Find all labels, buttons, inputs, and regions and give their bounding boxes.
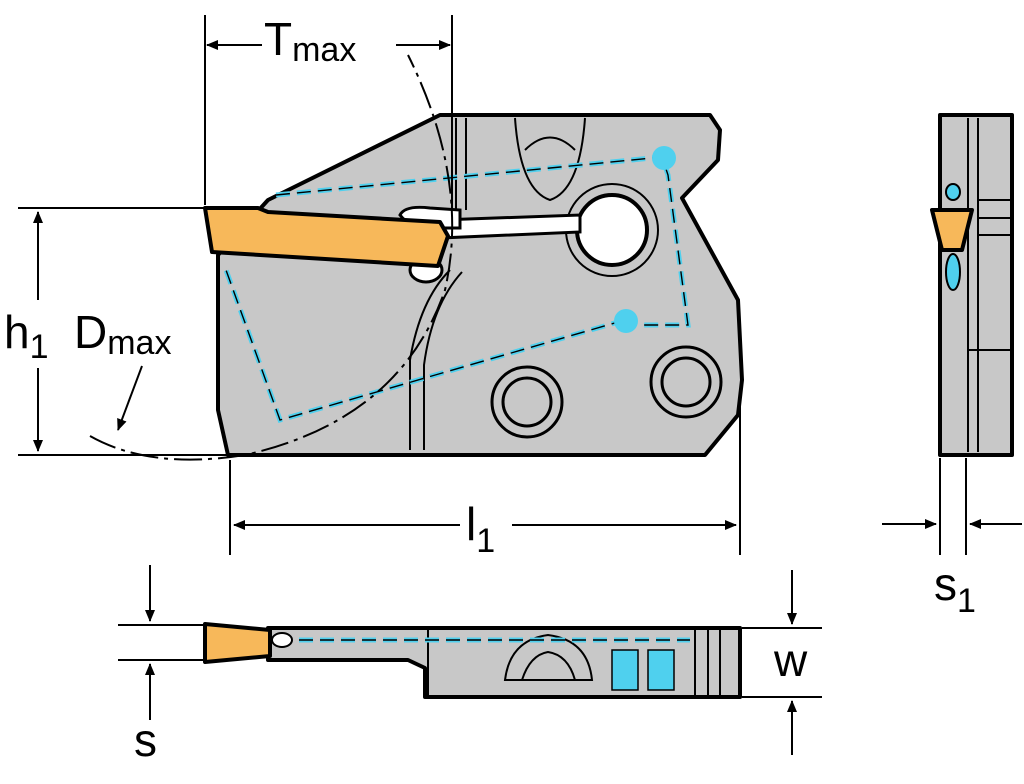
top-view-lines bbox=[427, 630, 721, 695]
top-view-coolant bbox=[278, 637, 690, 691]
s1-label: s1 bbox=[934, 558, 976, 620]
d-max-label: Dmax bbox=[74, 306, 171, 362]
top-view-seat bbox=[271, 632, 293, 648]
h1-label: h1 bbox=[4, 306, 49, 366]
coolant-port-upper bbox=[652, 146, 676, 170]
coolant-channels bbox=[223, 146, 691, 424]
s-label: s bbox=[134, 714, 157, 766]
w-label: w bbox=[773, 634, 808, 686]
l1-label: l1 bbox=[466, 498, 495, 560]
mounting-hole-right bbox=[649, 345, 723, 419]
coolant-port-lower bbox=[614, 309, 638, 333]
top-recess bbox=[514, 117, 586, 202]
cutting-insert bbox=[203, 206, 450, 268]
end-view-lines bbox=[967, 118, 1010, 452]
top-view: s w bbox=[118, 565, 822, 766]
mounting-hole-left bbox=[490, 365, 564, 439]
max-diameter-arc bbox=[89, 54, 454, 461]
t-max-label: Tmax bbox=[264, 13, 356, 69]
top-view-insert bbox=[203, 622, 272, 664]
top-view-recess bbox=[503, 633, 594, 681]
bevel-lines bbox=[409, 118, 467, 450]
side-view bbox=[89, 54, 744, 461]
end-view-port-upper bbox=[945, 183, 961, 201]
end-view-insert bbox=[930, 208, 974, 252]
dimensions: Tmax h1 Dmax l1 bbox=[4, 13, 741, 560]
end-view-port-lower bbox=[945, 253, 961, 291]
coolant-block-left bbox=[611, 649, 639, 691]
end-view: s1 bbox=[882, 113, 1022, 620]
coolant-block-right bbox=[647, 649, 675, 691]
